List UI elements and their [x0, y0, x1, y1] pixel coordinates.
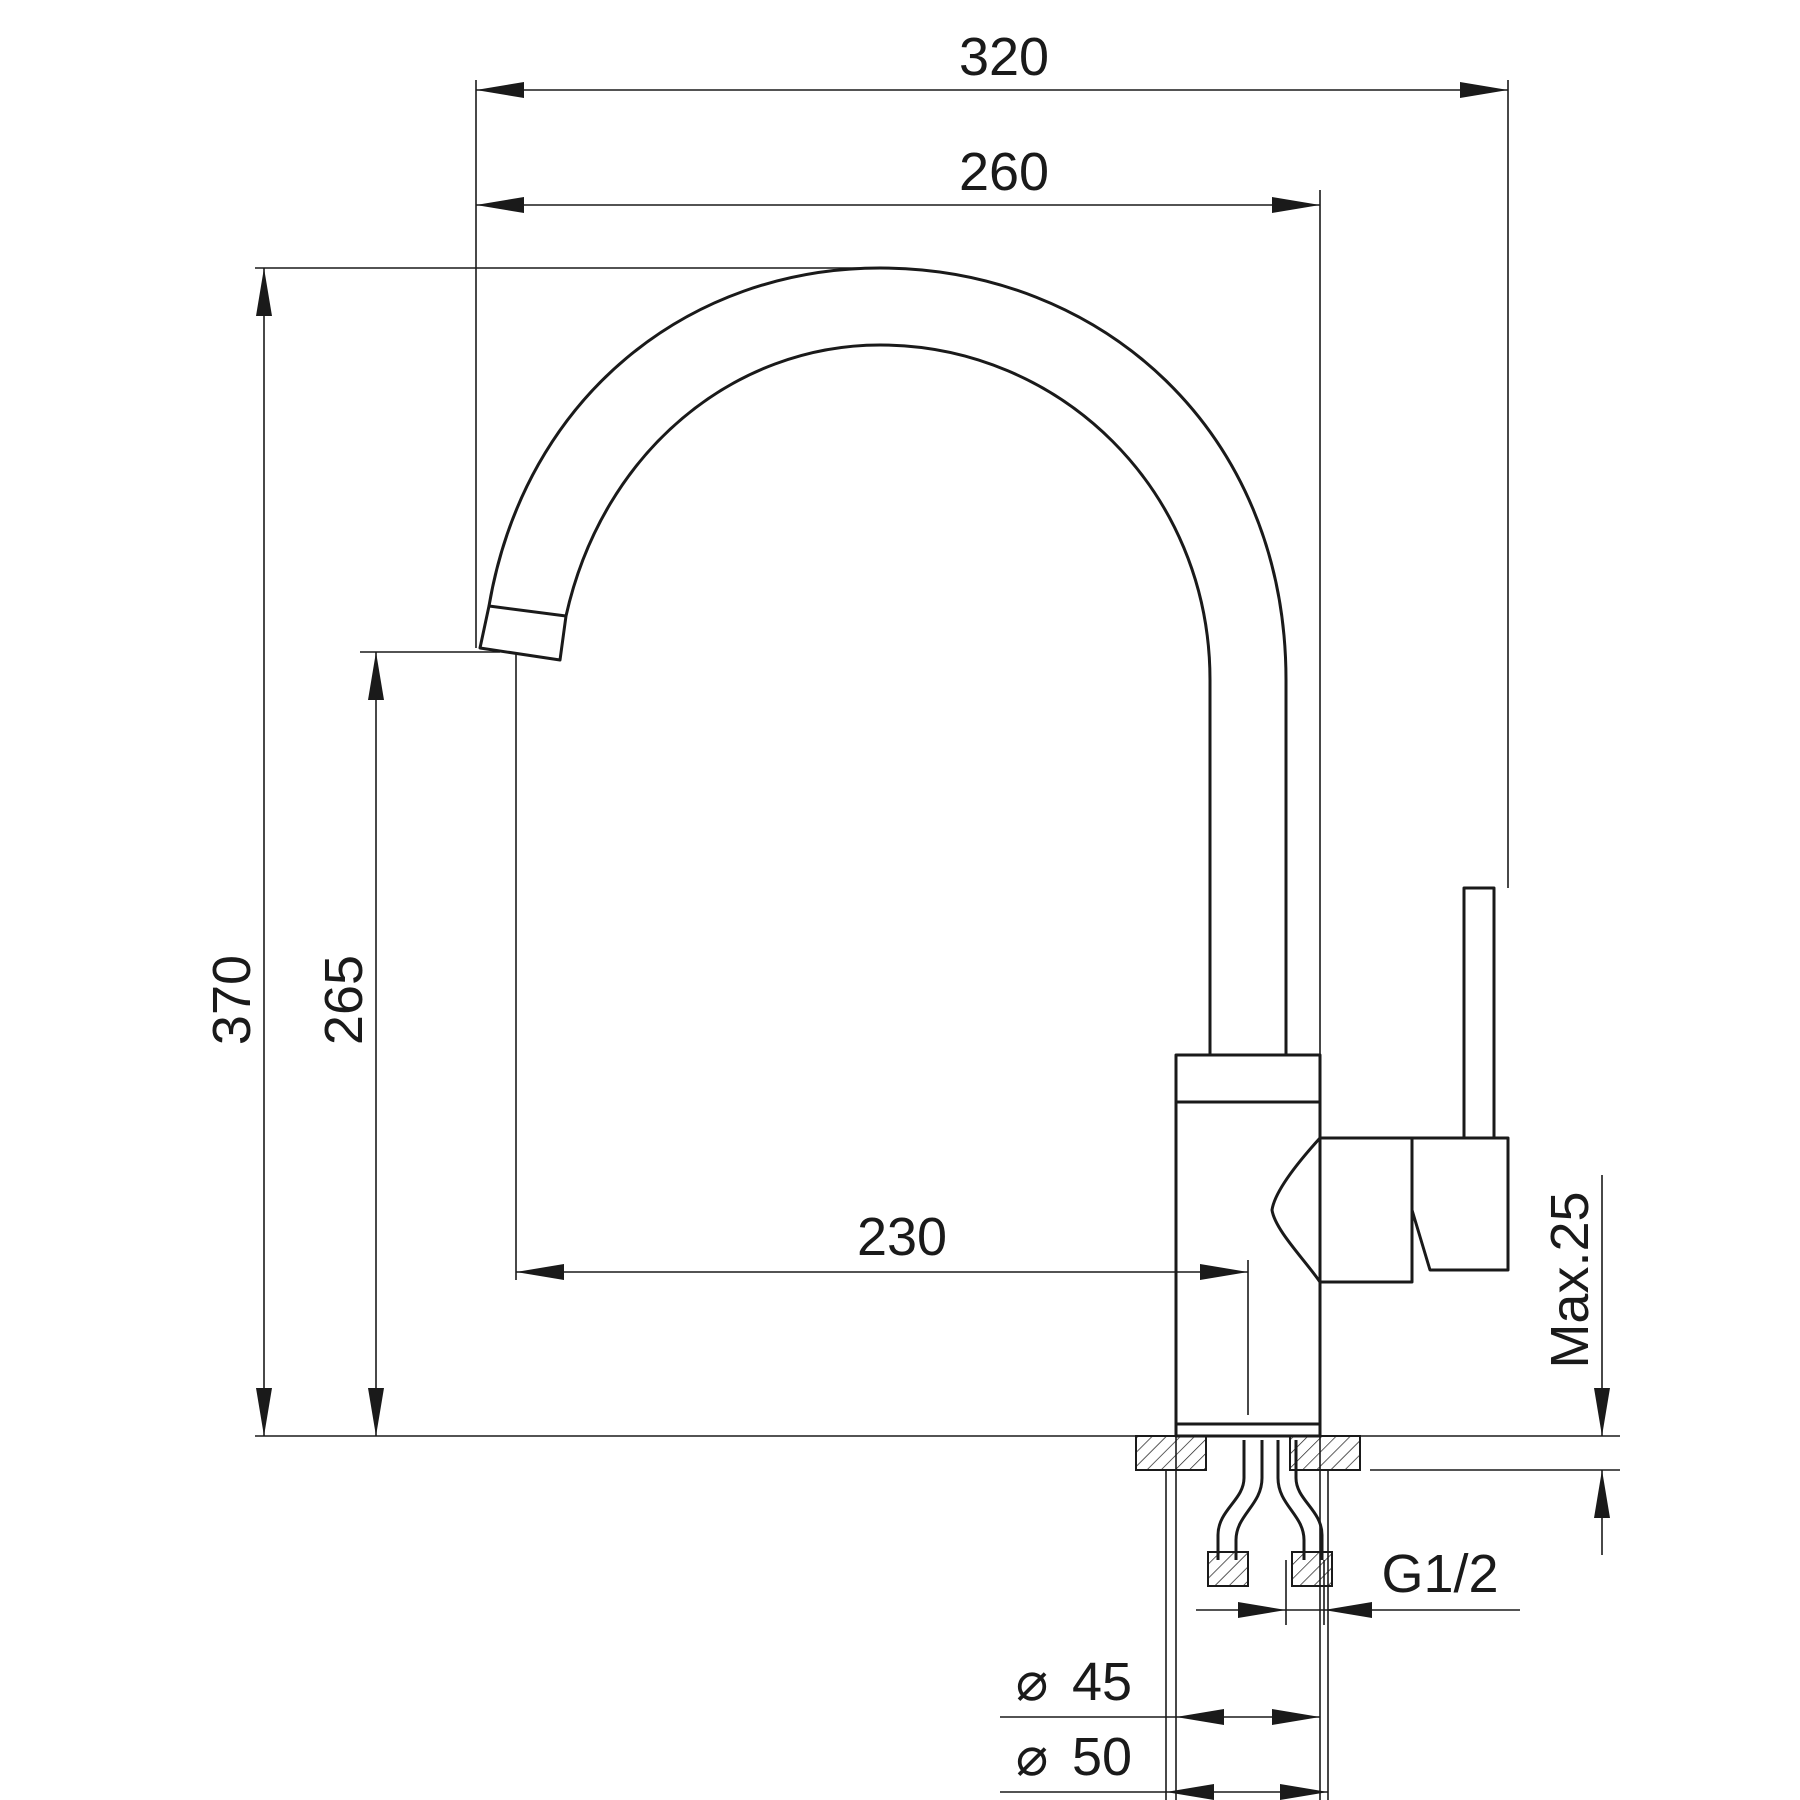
label-spout-reach: 260 [959, 142, 1049, 202]
supply-hose-left [1216, 1440, 1264, 1560]
body-base [1174, 1422, 1322, 1438]
dim-spout-reach: 260 [476, 142, 1320, 213]
spout-inner-curve [564, 343, 1212, 1055]
lever-stick [1462, 886, 1496, 1140]
diameter-icon: ⌀ [1016, 1652, 1049, 1712]
dim-hole-diameter: ⌀ 45 [1000, 1652, 1320, 1725]
diameter-icon: ⌀ [1016, 1727, 1049, 1787]
lever-handle [1410, 1136, 1510, 1272]
label-max-thickness: Max.25 [1540, 1191, 1600, 1368]
countertop-right [1289, 1435, 1361, 1471]
dim-total-height: 370 [202, 268, 272, 1436]
label-connection: G1/2 [1381, 1544, 1498, 1604]
dim-spout-to-axis: 230 [516, 1207, 1248, 1280]
dim-connection: G1/2 [1196, 1544, 1520, 1618]
faucet-body [478, 266, 1510, 1587]
supply-hose-right [1260, 1440, 1306, 1560]
countertop-left [1135, 1435, 1207, 1471]
dim-spout-height: 265 [314, 652, 384, 1436]
lever-housing-connector [1320, 1136, 1414, 1284]
label-total-height: 370 [202, 955, 262, 1045]
body-collar [1174, 1053, 1322, 1104]
label-spout-height: 265 [314, 955, 374, 1045]
label-hole-diameter: 45 [1072, 1652, 1132, 1712]
label-spout-to-axis: 230 [857, 1207, 947, 1267]
label-base-diameter: 50 [1072, 1727, 1132, 1787]
label-total-width: 320 [959, 27, 1049, 87]
dim-base-diameter: ⌀ 50 [1000, 1727, 1328, 1800]
dimension-lines [255, 80, 1620, 1800]
dim-max-thickness: Max.25 [1540, 1175, 1610, 1555]
spout-aerator [478, 604, 568, 662]
dim-total-width: 320 [476, 27, 1508, 98]
hose-fitting-left [1207, 1551, 1249, 1587]
supply-hose-right-outer [1294, 1440, 1324, 1560]
spout-outer-curve [487, 266, 1288, 1055]
hose-fitting-right [1291, 1551, 1333, 1587]
lever-housing [1270, 1136, 1322, 1284]
